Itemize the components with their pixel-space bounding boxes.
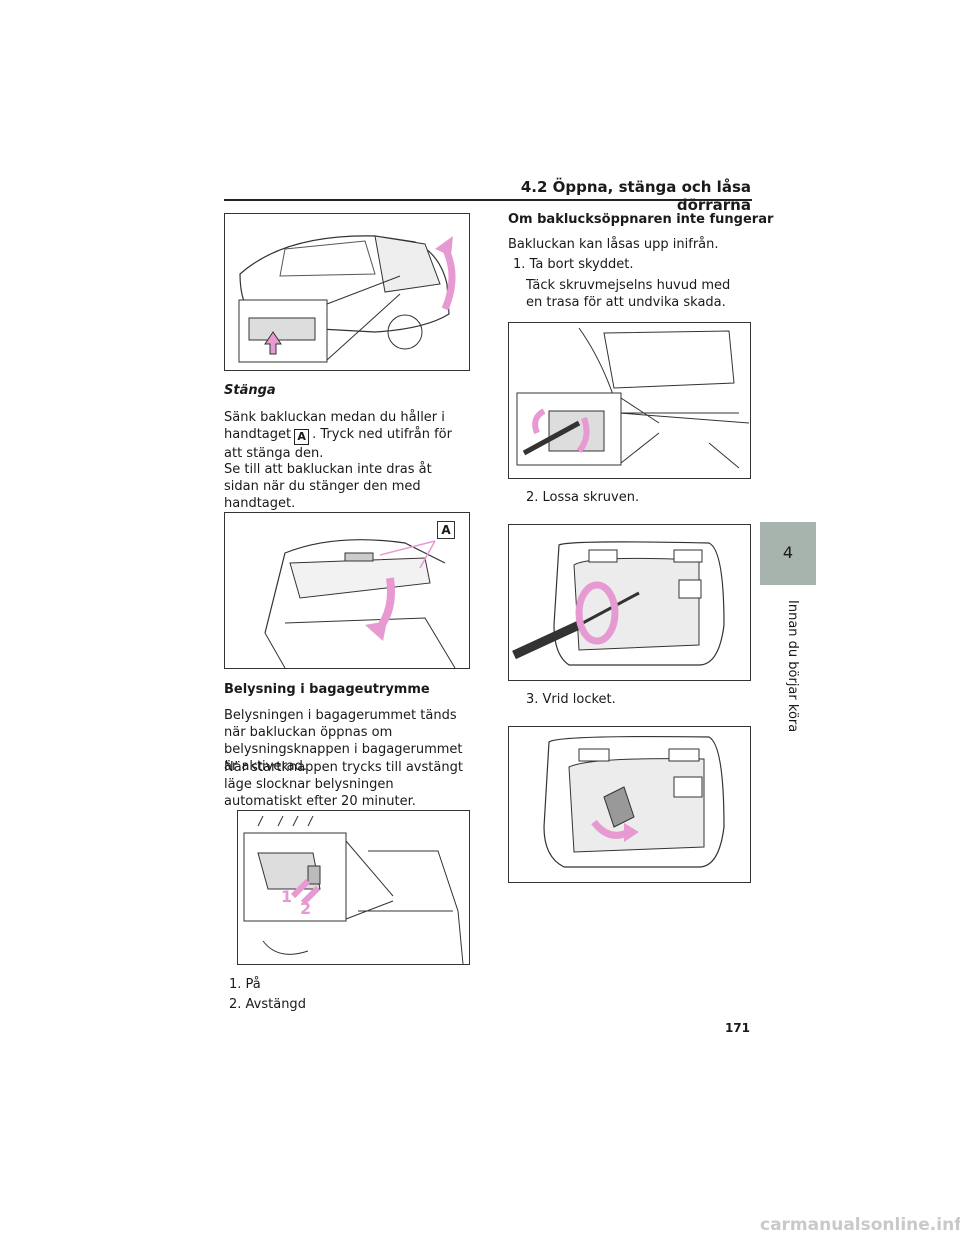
remove-cover-illustration (516, 327, 750, 469)
close-heading: Stänga (224, 383, 276, 398)
close-paragraph-2: Se till att bakluckan inte dras åt sidan… (224, 462, 432, 511)
list-item-off: 2. Avstängd (229, 997, 306, 1012)
figure-label-1: 1 (281, 887, 293, 906)
chapter-tab[interactable] (760, 522, 816, 585)
lighting-heading: Belysning i bagageutrymme (224, 682, 430, 697)
step-3: 3. Vrid locket. (526, 692, 616, 707)
figure-close-tailgate: A (224, 512, 470, 669)
car-tailgate-illustration (238, 235, 456, 363)
loosen-screw-illustration (512, 541, 725, 666)
close-paragraph-1-text-b: . Tryck ned utifrån för att stänga den. (224, 427, 452, 461)
lighting-paragraph-2: När startknappen trycks till avstängt lä… (224, 760, 463, 809)
marker-a: A (294, 429, 310, 445)
header-rule (224, 199, 752, 201)
figure-label-2: 2 (300, 899, 312, 918)
watermark: carmanualsonline.info (760, 1215, 960, 1235)
figure-loosen-screw (508, 524, 751, 681)
opener-intro: Bakluckan kan låsas upp inifrån. (508, 237, 719, 252)
step-1-note: Täck skruvmejselns huvud med en trasa fö… (526, 278, 731, 310)
cargo-light-illustration (243, 815, 464, 964)
lighting-paragraph-1: Belysningen i bagagerummet tänds när bak… (224, 708, 463, 774)
step-2: 2. Lossa skruven. (526, 490, 640, 505)
step-1: 1. Ta bort skyddet. (513, 257, 634, 272)
page-number: 171 (724, 1021, 750, 1035)
turn-cap-illustration (543, 735, 725, 868)
close-paragraph-1: Sänk bakluckan medan du håller i handtag… (224, 409, 468, 462)
chapter-number: 4 (782, 543, 794, 562)
figure-remove-cover (508, 322, 751, 479)
figure-label-a: A (437, 521, 455, 539)
figure-car-tailgate (224, 213, 470, 371)
close-paragraph-1-text-a: Sänk bakluckan medan du håller i handtag… (224, 410, 445, 442)
list-item-on: 1. På (229, 977, 261, 992)
section-header: 4.2 Öppna, stänga och låsa dörrarna (520, 178, 751, 214)
chapter-label: Innan du börjar köra (785, 600, 800, 733)
opener-heading: Om baklucksöppnaren inte fungerar (508, 212, 774, 227)
close-tailgate-illustration (264, 539, 456, 668)
figure-turn-cap (508, 726, 751, 883)
figure-cargo-light: 1 2 (237, 810, 470, 965)
